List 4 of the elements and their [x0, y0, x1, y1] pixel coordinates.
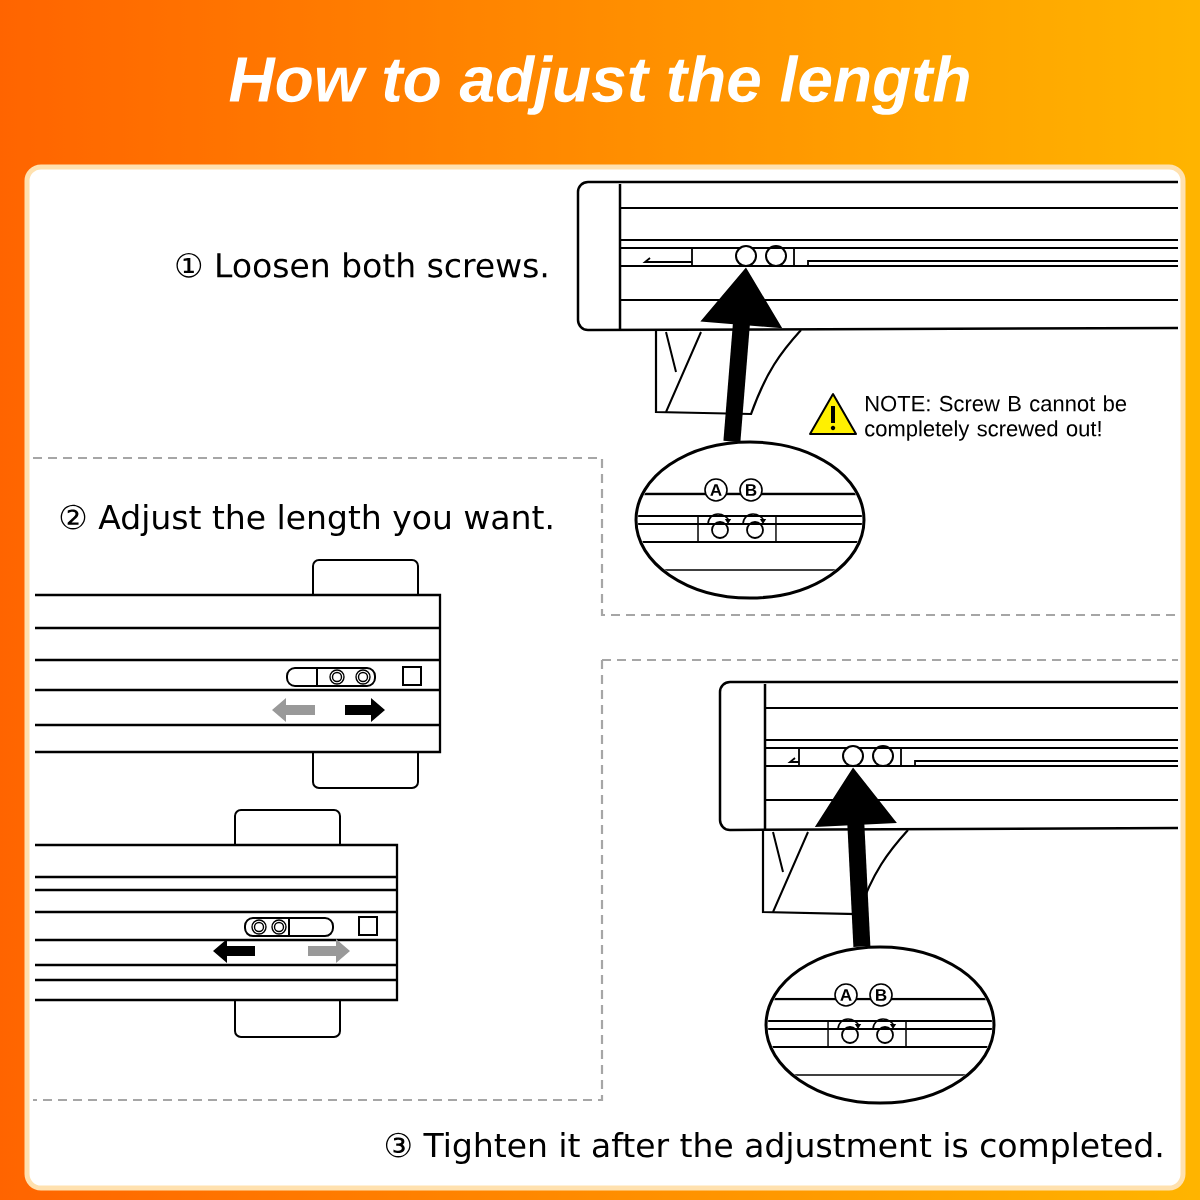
- title: How to adjust the length: [229, 55, 969, 115]
- note-text: NOTE: Screw B cannot be completely screwed out!: [865, 395, 1127, 441]
- step-text: ① Loosen both screws.: [176, 252, 547, 278]
- step-text: ② Adjust the length you want.: [60, 504, 552, 536]
